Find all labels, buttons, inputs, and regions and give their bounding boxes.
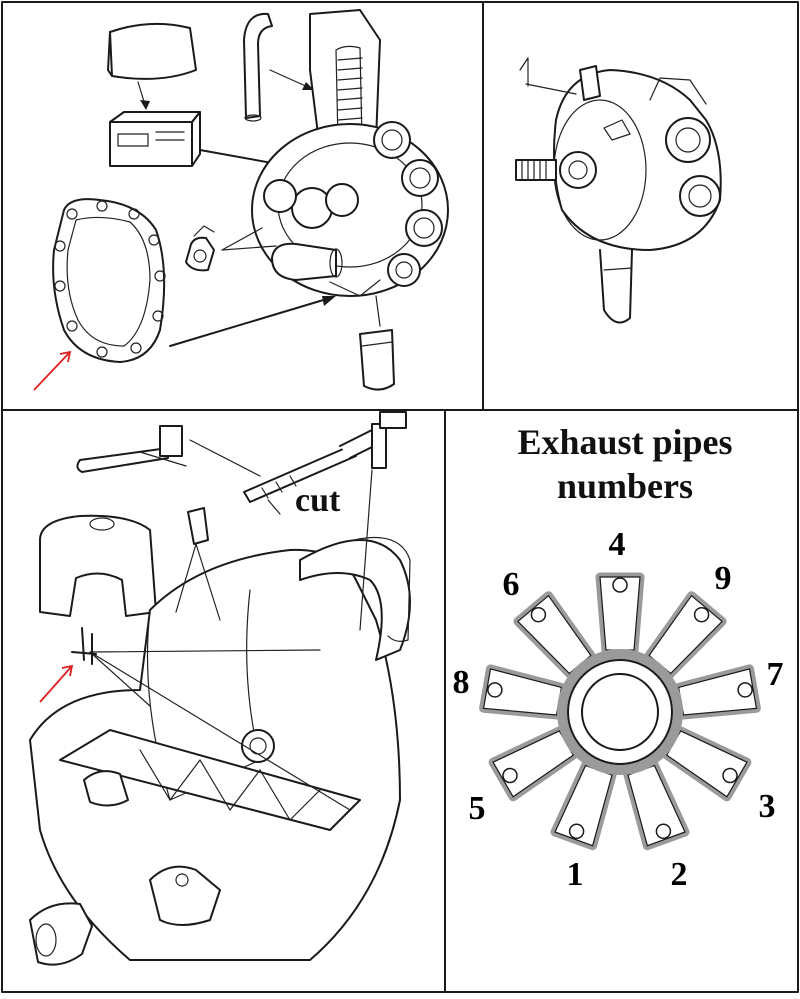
exhaust-ring-diagram [479,572,761,851]
sump-part [359,329,395,391]
pipe-number-4: 4 [608,526,626,563]
exhaust-port [530,606,547,623]
pipe-number-7: 7 [766,656,784,693]
exhaust-port [722,767,738,784]
arrow-line [169,297,331,347]
exhaust-port [693,606,710,623]
red-marker-arrow [39,664,74,703]
pipe-number-2: 2 [670,856,688,893]
arrow-line [269,69,311,89]
red-marker-arrow [33,350,72,391]
arrow-head [302,82,314,90]
small-fitting-part [185,225,215,272]
pipe-number-5: 5 [468,790,486,827]
assembly-guide-lines [89,469,373,811]
arrow-head [140,100,150,110]
assembled-engine-panel [515,57,722,324]
exhaust-title-line1: Exhaust pipes [517,422,733,462]
small-bracket-part [71,627,97,665]
exhaust-port [612,577,628,593]
arrow-line [267,499,281,515]
engine-assembly-panel [33,9,449,391]
collector-ring [567,659,673,765]
collector-ring-hole [581,673,659,751]
exhaust-port [568,823,585,840]
exhaust-title-line2: numbers [556,466,694,506]
arrow-head [322,296,336,306]
clip-part [187,507,209,545]
pipe-number-8: 8 [452,664,470,701]
gearbox-part [109,111,201,167]
arrow-line [221,227,263,251]
exhaust-port [655,823,672,840]
exhaust-port [487,682,503,698]
mounting-ring-part [52,198,166,363]
pipe-number-3: 3 [758,788,776,825]
rod-part [76,425,187,473]
threaded-rod-part [243,411,407,503]
exhaust-port [737,682,753,698]
intake-pipe-part [243,12,273,122]
exhaust-collector-panel [29,411,411,966]
u-bracket-part [39,514,157,617]
pipe-number-9: 9 [714,560,732,597]
pipe-number-1: 1 [566,856,584,893]
cowl-block-part [107,22,197,80]
cut-label: cut [295,482,341,519]
exhaust-stub-part [29,902,93,966]
arrow-line [189,439,261,477]
engine-cowling [29,536,411,961]
pipe-number-6: 6 [502,566,520,603]
exhaust-title: Exhaust pipes numbers [470,420,780,508]
radial-engine-body [251,9,449,297]
arrow-line [221,245,277,251]
exhaust-port [502,767,518,784]
arrow-line [375,295,381,327]
